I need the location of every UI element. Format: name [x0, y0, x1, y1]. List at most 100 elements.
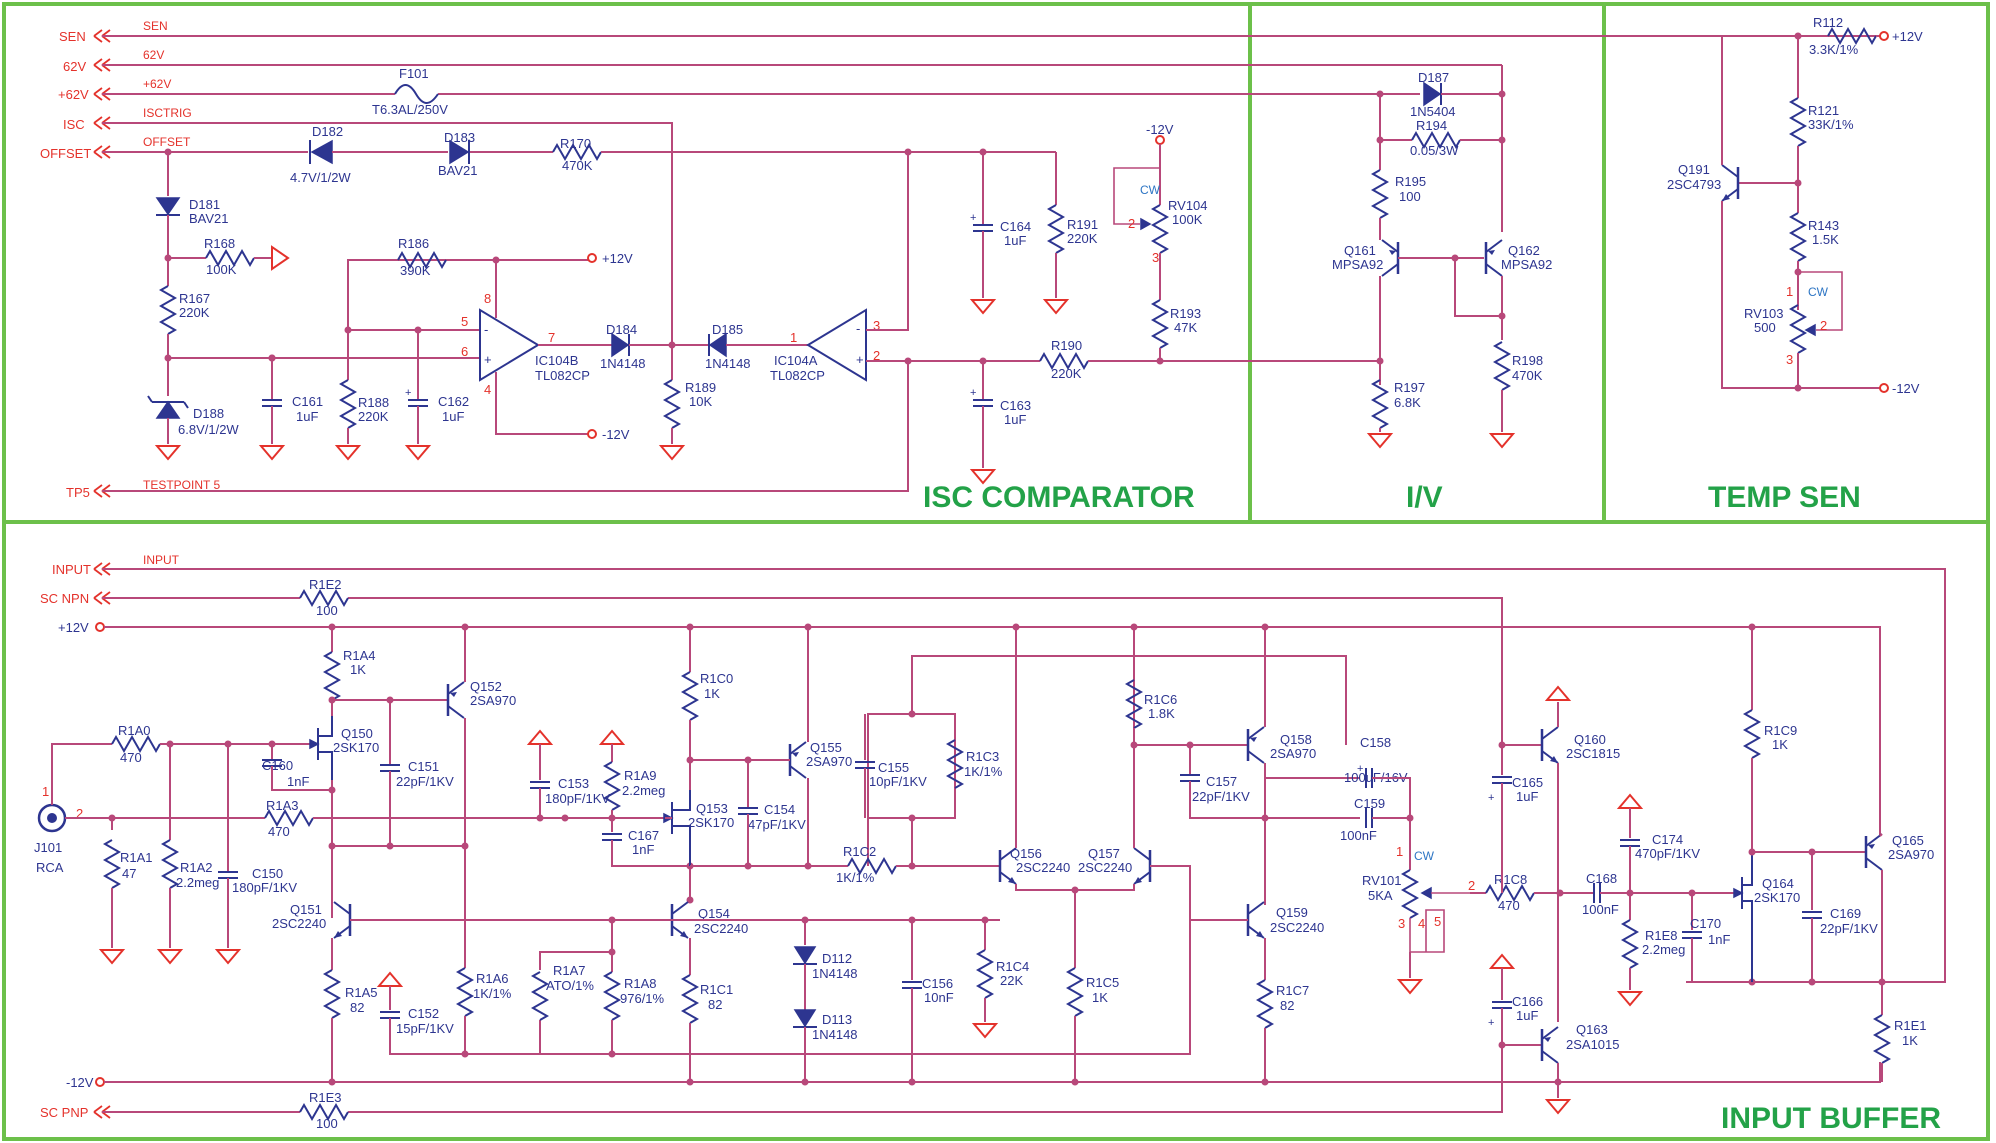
resistor-r194: R194 0.05/3W [1410, 118, 1461, 158]
resistor-r1a4: R1A4 1K [324, 648, 376, 701]
svg-text:220K: 220K [179, 305, 210, 320]
potentiometer-rv104: CW 2 3 RV104 100K [1128, 183, 1208, 265]
svg-text:4.7V/1/2W: 4.7V/1/2W [290, 170, 351, 185]
svg-text:180pF/1KV: 180pF/1KV [232, 880, 297, 895]
svg-text:1nF: 1nF [287, 774, 309, 789]
transistor-q152: Q152 2SA970 [446, 679, 516, 720]
svg-text:IC104B: IC104B [535, 353, 578, 368]
rail-m12v: -12V [66, 1062, 1881, 1090]
rail-terminal [1879, 31, 1889, 41]
svg-text:C159: C159 [1354, 796, 1385, 811]
svg-text:C162: C162 [438, 394, 469, 409]
svg-text:22pF/1KV: 22pF/1KV [1820, 921, 1878, 936]
svg-text:MPSA92: MPSA92 [1501, 257, 1552, 272]
opamp-ic104a: - + 3 2 1 IC104A TL082CP [770, 308, 880, 383]
svg-text:1nF: 1nF [1708, 932, 1730, 947]
svg-text:2: 2 [1468, 878, 1475, 893]
diode-d183: D183 BAV21 [438, 130, 478, 178]
svg-text:CW: CW [1808, 285, 1829, 299]
svg-text:D181: D181 [189, 197, 220, 212]
svg-text:Q159: Q159 [1276, 905, 1308, 920]
svg-text:1uF: 1uF [442, 409, 464, 424]
diode-d113: D113 1N4148 [793, 1009, 858, 1042]
svg-text:D187: D187 [1418, 70, 1449, 85]
svg-text:R1E1: R1E1 [1894, 1018, 1927, 1033]
svg-text:470: 470 [268, 824, 290, 839]
transistor-q158: Q158 2SA970 [1246, 725, 1316, 765]
svg-text:Q161: Q161 [1344, 243, 1376, 258]
resistor-r121: R121 33K/1% [1790, 97, 1854, 147]
svg-text:220K: 220K [1067, 231, 1098, 246]
port-p62v: +62V +62V [58, 77, 1420, 102]
svg-text:R188: R188 [358, 395, 389, 410]
rca-jack-j101[interactable]: 1 2 J101 RCA [34, 784, 83, 875]
svg-text:C167: C167 [628, 828, 659, 843]
svg-text:OFFSET: OFFSET [143, 135, 191, 149]
svg-text:Q191: Q191 [1678, 162, 1710, 177]
svg-text:Q162: Q162 [1508, 243, 1540, 258]
svg-text:RCA: RCA [36, 860, 64, 875]
transistor-q157: Q157 2SC2240 [1078, 846, 1152, 886]
svg-text:2.2meg: 2.2meg [176, 875, 219, 890]
svg-text:470K: 470K [562, 158, 593, 173]
svg-text:D188: D188 [193, 406, 224, 421]
port-62v: 62V 62V [63, 48, 1502, 74]
svg-text:R1A1: R1A1 [120, 850, 153, 865]
resistor-r143: R143 1.5K [1790, 212, 1839, 262]
isc-comparator-title: ISC COMPARATOR [923, 481, 1195, 514]
svg-text:470pF/1KV: 470pF/1KV [1635, 846, 1700, 861]
svg-text:R186: R186 [398, 236, 429, 251]
svg-text:Q152: Q152 [470, 679, 502, 694]
svg-text:R1C9: R1C9 [1764, 723, 1797, 738]
svg-text:R1E8: R1E8 [1645, 928, 1678, 943]
diode-d185: D185 1N4148 [705, 322, 751, 371]
svg-text:1K: 1K [1902, 1033, 1918, 1048]
svg-text:10nF: 10nF [924, 990, 954, 1005]
transistor-q159: Q159 2SC2240 [1246, 900, 1324, 940]
capacitor-c156: C156 10nF [901, 976, 954, 1005]
svg-text:15pF/1KV: 15pF/1KV [396, 1021, 454, 1036]
svg-text:8: 8 [484, 291, 491, 306]
svg-text:500: 500 [1754, 320, 1776, 335]
svg-text:D184: D184 [606, 322, 637, 337]
svg-text:33K/1%: 33K/1% [1808, 117, 1854, 132]
svg-text:SC NPN: SC NPN [40, 591, 89, 606]
svg-text:82: 82 [708, 997, 722, 1012]
transistor-q160: Q160 2SC1815 [1540, 725, 1620, 765]
svg-text:R170: R170 [560, 136, 591, 151]
port-tp5: TP5 TESTPOINT 5 [66, 361, 909, 500]
svg-text:R1A7: R1A7 [553, 963, 586, 978]
svg-text:5: 5 [1434, 914, 1441, 929]
resistor-r1a3: R1A3 470 [264, 798, 314, 839]
svg-text:D183: D183 [444, 130, 475, 145]
svg-text:R1A9: R1A9 [624, 768, 657, 783]
svg-text:5KA: 5KA [1368, 888, 1393, 903]
resistor-r198: R198 470K [1494, 341, 1543, 391]
svg-text:2.2meg: 2.2meg [1642, 942, 1685, 957]
svg-text:ATO/1%: ATO/1% [546, 978, 594, 993]
potentiometer-rv101[interactable]: 1 CW 2 3 4 5 RV101 5KA [1362, 844, 1475, 931]
svg-text:C164: C164 [1000, 219, 1031, 234]
svg-text:100K: 100K [1172, 212, 1203, 227]
resistor-r1c7: R1C7 82 [1257, 979, 1309, 1029]
svg-text:470K: 470K [1512, 368, 1543, 383]
svg-text:2SK170: 2SK170 [333, 740, 379, 755]
transistor-q165: Q165 2SA970 [1864, 832, 1934, 872]
svg-text:R1C4: R1C4 [996, 959, 1029, 974]
svg-text:-12V: -12V [66, 1075, 94, 1090]
svg-text:22pF/1KV: 22pF/1KV [1192, 789, 1250, 804]
capacitor-c159: C159 100nF [1340, 796, 1385, 843]
svg-text:Q164: Q164 [1762, 876, 1794, 891]
svg-text:R1E2: R1E2 [309, 577, 342, 592]
zener-d188: D188 6.8V/1/2W [147, 395, 239, 437]
svg-text:C156: C156 [922, 976, 953, 991]
svg-text:Q154: Q154 [698, 906, 730, 921]
svg-text:INPUT: INPUT [52, 562, 91, 577]
svg-text:R112: R112 [1813, 15, 1843, 30]
svg-text:TL082CP: TL082CP [770, 368, 825, 383]
resistor-r112: R112 3.3K/1% [1809, 15, 1877, 57]
svg-text:3: 3 [1398, 916, 1405, 931]
input-buffer-title: INPUT BUFFER [1721, 1102, 1941, 1135]
svg-text:C153: C153 [558, 776, 589, 791]
resistor-r1c4: R1C4 22K [977, 949, 1029, 999]
